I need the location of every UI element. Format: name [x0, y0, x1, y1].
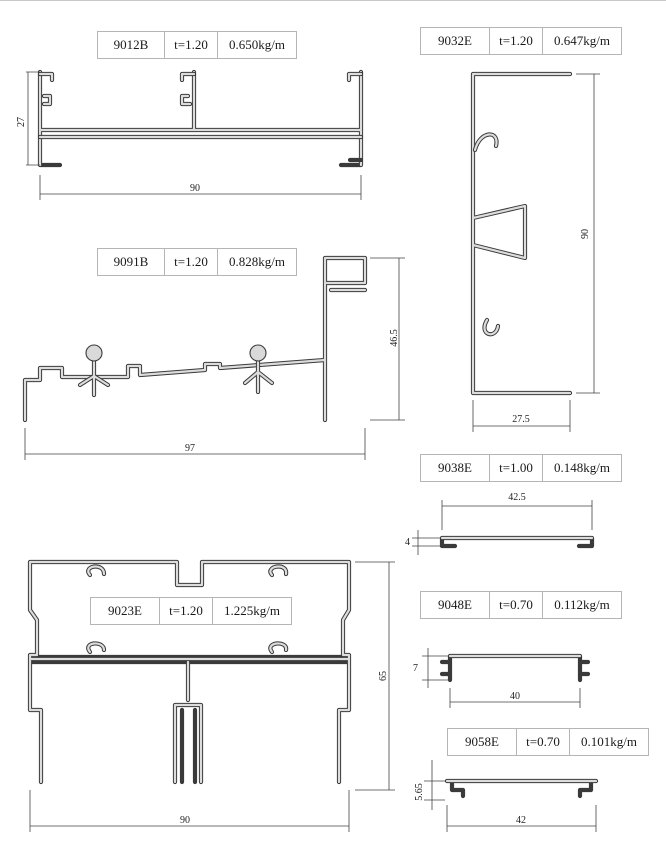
dimension-9058E: 5.65 42 [414, 760, 597, 832]
dim-9058E-width: 42 [516, 815, 526, 826]
spec-weight: 0.112kg/m [554, 597, 610, 612]
dimension-9023E: 65 90 [29, 561, 395, 832]
dim-9048E-height: 7 [413, 663, 418, 674]
profile-9058E [444, 778, 599, 799]
top-border-line [0, 0, 666, 1]
dim-9032E-height: 90 [580, 229, 591, 239]
dimension-9048E: 7 40 [413, 648, 581, 708]
spec-table-9032E: 9032E t=1.20 0.647kg/m [420, 27, 622, 55]
spec-thickness: t=0.70 [490, 592, 543, 618]
spec-code: 9048E [421, 592, 490, 618]
profile-9048E [439, 653, 591, 683]
profile-9038E [439, 535, 595, 549]
spec-table-9091B: 9091B t=1.20 0.828kg/m [97, 248, 297, 276]
spec-thickness: t=1.20 [165, 32, 218, 58]
spec-table-9012B: 9012B t=1.20 0.650kg/m [97, 31, 297, 59]
dimension-9038E: 42.5 4 [405, 492, 593, 555]
dim-9038E-height: 4 [405, 537, 410, 548]
spec-code: 9058E [448, 729, 517, 755]
spec-code: 9023E [91, 598, 160, 624]
dim-9012B-height: 27 [16, 117, 27, 127]
dimension-9032E: 90 27.5 [472, 73, 600, 432]
spec-weight: 0.650kg/m [229, 37, 285, 52]
dim-9091B-width: 97 [185, 443, 195, 454]
spec-weight: 0.647kg/m [554, 33, 610, 48]
spec-table-9058E: 9058E t=0.70 0.101kg/m [447, 728, 649, 756]
dim-9038E-width: 42.5 [508, 492, 526, 503]
dimension-9091B: 46.5 97 [24, 257, 405, 460]
dim-9091B-height: 46.5 [389, 329, 400, 347]
spec-thickness: t=0.70 [517, 729, 570, 755]
spec-code: 9091B [98, 249, 165, 275]
spec-thickness: t=1.20 [160, 598, 213, 624]
profile-9091B [22, 255, 368, 423]
spec-table-9023E: 9023E t=1.20 1.225kg/m [90, 597, 292, 625]
profile-9012B [37, 69, 364, 168]
spec-weight: 0.148kg/m [554, 460, 610, 475]
profile-9032E [470, 71, 573, 396]
dimension-9012B: 27 90 [16, 71, 362, 200]
dim-9048E-width: 40 [510, 691, 520, 702]
profile-9023E [27, 559, 352, 785]
dim-9023E-width: 90 [180, 815, 190, 826]
spec-code: 9038E [421, 455, 490, 481]
spec-thickness: t=1.00 [490, 455, 543, 481]
spec-thickness: t=1.20 [490, 28, 543, 54]
spec-table-9038E: 9038E t=1.00 0.148kg/m [420, 454, 622, 482]
spec-weight: 1.225kg/m [224, 603, 280, 618]
dim-9032E-width: 27.5 [512, 414, 530, 425]
spec-table-9048E: 9048E t=0.70 0.112kg/m [420, 591, 622, 619]
spec-weight: 0.101kg/m [581, 734, 637, 749]
dim-9023E-height: 65 [378, 671, 389, 681]
dim-9012B-width: 90 [190, 183, 200, 194]
spec-weight: 0.828kg/m [229, 254, 285, 269]
spec-thickness: t=1.20 [165, 249, 218, 275]
spec-code: 9012B [98, 32, 165, 58]
spec-code: 9032E [421, 28, 490, 54]
dim-9058E-height: 5.65 [414, 783, 425, 801]
